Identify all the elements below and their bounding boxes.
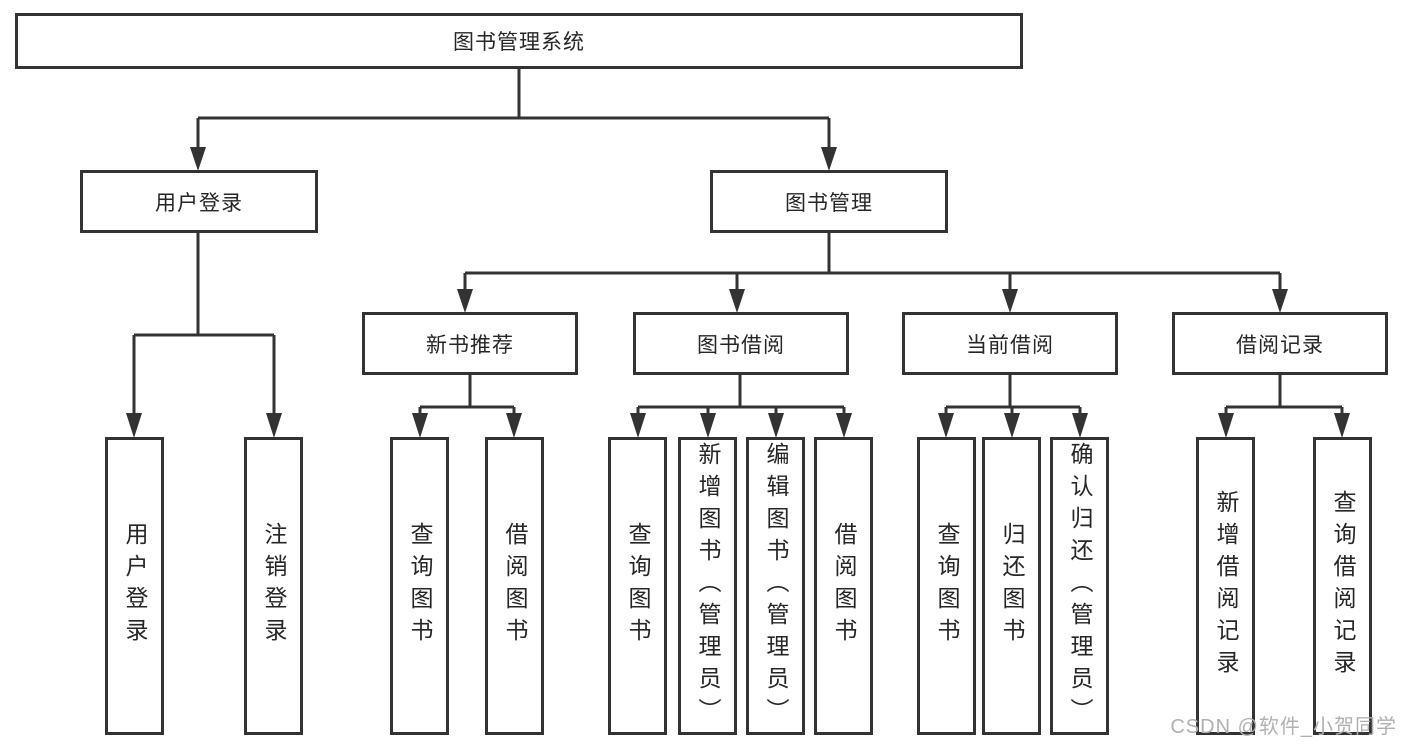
arrowhead-icon [126,413,142,438]
connector-current-borrow-to-leaves [938,375,1088,438]
connector-user-login-to-leaves [126,233,282,438]
connector-book-mgmt-to-level3 [457,233,1288,313]
leaf-borrow-books-recommend-label: 借阅图书 [502,522,528,650]
leaf-query-books-current-label: 查询图书 [934,522,960,650]
node-root-label: 图书管理系统 [453,31,585,54]
leaf-query-books-current: 查询图书 [917,437,976,735]
node-book-management: 图书管理 [710,170,948,233]
leaf-confirm-return-admin-label: 确认归还（管理员） [1067,442,1093,730]
leaf-return-books-label: 归还图书 [999,522,1025,650]
node-new-book-recommend: 新书推荐 [362,312,578,375]
leaf-user-login: 用户登录 [105,437,164,735]
arrowhead-icon [266,413,282,438]
arrowhead-icon [630,413,646,438]
leaf-borrow-books-recommend: 借阅图书 [485,437,544,735]
arrowhead-icon [1004,413,1020,438]
leaf-edit-books-admin: 编辑图书（管理员） [746,437,805,735]
arrowhead-icon [700,413,716,438]
node-book-borrow-label: 图书借阅 [697,333,785,357]
leaf-add-books-admin-label: 新增图书（管理员） [695,442,721,730]
leaf-add-borrow-record: 新增借阅记录 [1196,437,1255,735]
arrowhead-icon [190,147,206,171]
arrowhead-icon [412,413,428,438]
node-book-borrow: 图书借阅 [633,312,849,375]
leaf-borrow-books: 借阅图书 [814,437,873,735]
leaf-query-books-recommend: 查询图书 [390,437,449,735]
arrowhead-icon [1072,413,1088,438]
node-book-management-label: 图书管理 [785,191,873,215]
arrowhead-icon [506,413,522,438]
node-borrow-record: 借阅记录 [1172,312,1388,375]
leaf-query-borrow-record: 查询借阅记录 [1313,437,1372,735]
node-borrow-record-label: 借阅记录 [1236,333,1324,357]
node-current-borrow-label: 当前借阅 [966,333,1054,357]
arrowhead-icon [768,413,784,438]
leaf-borrow-books-label: 借阅图书 [831,522,857,650]
leaf-query-books-recommend-label: 查询图书 [407,522,433,650]
connector-borrow-record-to-leaves [1218,375,1350,438]
leaf-add-borrow-record-label: 新增借阅记录 [1213,490,1239,682]
leaf-return-books: 归还图书 [982,437,1041,735]
leaf-query-books-borrow-label: 查询图书 [625,522,651,650]
arrowhead-icon [1218,413,1234,438]
arrowhead-icon [729,289,745,313]
connector-book-borrow-to-leaves [630,375,852,438]
arrowhead-icon [836,413,852,438]
arrowhead-icon [821,147,837,171]
leaf-edit-books-admin-label: 编辑图书（管理员） [763,442,789,730]
leaf-user-login-label: 用户登录 [122,522,148,650]
arrowhead-icon [1272,289,1288,313]
node-user-login: 用户登录 [80,170,318,233]
leaf-logout-label: 注销登录 [261,522,287,650]
leaf-logout: 注销登录 [244,437,303,735]
leaf-query-books-borrow: 查询图书 [608,437,667,735]
connector-root-to-level2 [190,69,837,171]
arrowhead-icon [938,413,954,438]
leaf-query-borrow-record-label: 查询借阅记录 [1330,490,1356,682]
node-current-borrow: 当前借阅 [902,312,1118,375]
connector-new-book-rec-to-leaves [412,375,522,438]
watermark: CSDN @软件_小贺同学 [1170,716,1397,738]
node-user-login-label: 用户登录 [155,191,243,215]
leaf-add-books-admin: 新增图书（管理员） [678,437,737,735]
arrowhead-icon [457,289,473,313]
arrowhead-icon [1334,413,1350,438]
leaf-confirm-return-admin: 确认归还（管理员） [1050,437,1109,735]
node-new-book-recommend-label: 新书推荐 [426,333,514,357]
arrowhead-icon [1002,289,1018,313]
node-root: 图书管理系统 [15,13,1023,69]
